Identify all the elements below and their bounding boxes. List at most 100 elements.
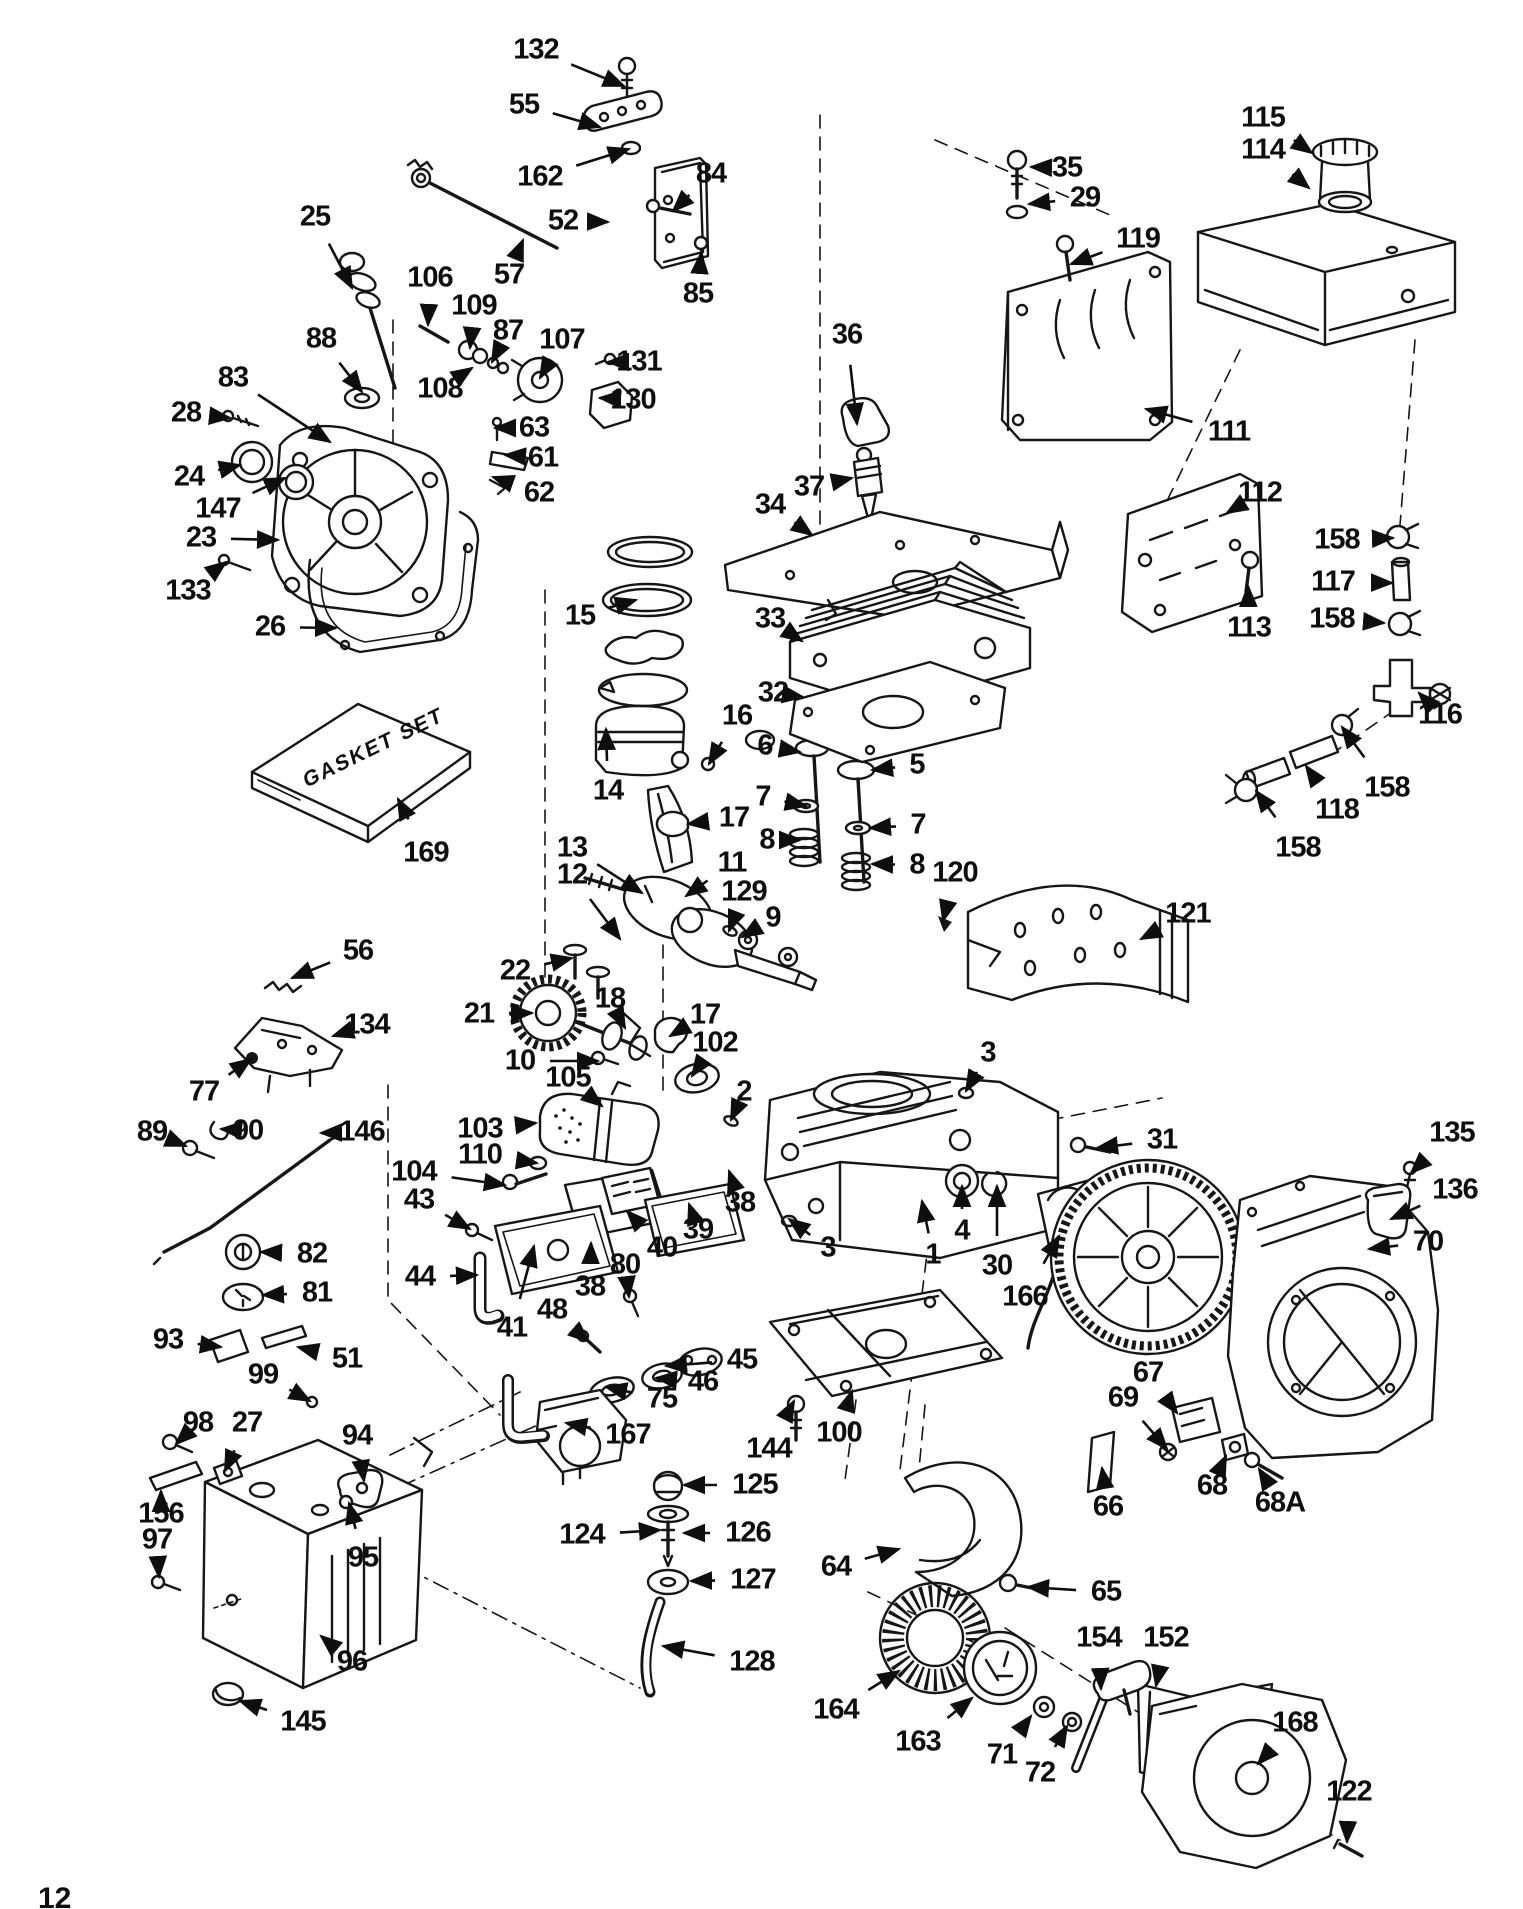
- leader-arrow-43: [444, 1210, 473, 1231]
- engine-block: [763, 1070, 1112, 1260]
- leader-arrow-26: [299, 618, 339, 638]
- leader-arrow-17: [667, 1017, 693, 1038]
- leader-arrow-95: [345, 1500, 364, 1530]
- leader-arrow-7: [867, 817, 897, 837]
- leader-arrow-134: [330, 1020, 356, 1039]
- leader-arrow-89: [162, 1129, 189, 1148]
- leader-arrow-70: [1366, 1237, 1399, 1256]
- dipstick: [338, 251, 397, 410]
- leader-arrow-66: [1095, 1465, 1115, 1491]
- leader-arrow-40: [625, 1209, 649, 1233]
- leader-arrow-65: [1025, 1579, 1077, 1598]
- leader-arrow-36: [845, 364, 864, 427]
- leader-arrow-120: [939, 898, 958, 924]
- leader-arrow-9: [740, 917, 765, 939]
- leader-arrow-112: [1225, 494, 1250, 515]
- leader-arrow-118: [1304, 764, 1326, 789]
- leader-arrow-168: [1256, 1742, 1280, 1766]
- leader-arrow-110: [514, 1150, 540, 1170]
- leader-arrow-136: [1388, 1201, 1421, 1221]
- leader-arrow-48: [566, 1321, 591, 1344]
- leader-arrow-46: [653, 1370, 678, 1390]
- leader-arrow-121: [1138, 920, 1164, 941]
- leader-arrow-51: [295, 1342, 321, 1362]
- leader-arrow-109: [462, 326, 482, 351]
- leader-arrow-105: [579, 1085, 604, 1108]
- leader-arrow-132: [570, 63, 627, 88]
- leader-arrow-163: [946, 1696, 974, 1720]
- leader-arrow-67: [1157, 1390, 1179, 1415]
- leader-arrow-11: [684, 876, 709, 898]
- leader-arrow-68A: [1257, 1467, 1279, 1492]
- leader-arrow-44: [449, 1266, 480, 1286]
- control-box-group: [148, 1433, 424, 1707]
- leader-arrow-145: [237, 1698, 268, 1717]
- leader-arrow-96: [319, 1634, 344, 1657]
- leader-arrow-7: [783, 792, 809, 811]
- leader-arrow-8: [869, 855, 896, 874]
- leader-arrow-93: [197, 1334, 224, 1354]
- leader-arrow-129: [727, 907, 746, 934]
- leader-arrow-24: [217, 460, 243, 479]
- leader-arrow-80: [617, 1274, 636, 1300]
- leader-arrow-133: [203, 560, 228, 583]
- leader-arrow-94: [351, 1458, 371, 1484]
- leader-arrow-128: [660, 1640, 715, 1659]
- leader-arrow-166: [1040, 1233, 1061, 1265]
- leader-arrow-107: [538, 355, 559, 381]
- leader-arrow-147: [251, 476, 288, 496]
- leader-arrow-41: [518, 1243, 538, 1300]
- leader-arrow-55: [552, 112, 603, 131]
- leader-arrow-115: [1289, 133, 1314, 155]
- leader-arrow-98: [174, 1422, 198, 1446]
- leader-arrow-144: [776, 1398, 796, 1425]
- leader-arrow-119: [1068, 247, 1103, 266]
- leader-arrow-32: [780, 684, 806, 704]
- leader-arrow-77: [227, 1057, 253, 1079]
- gasket-set-book: GASKET SET: [250, 702, 472, 844]
- leader-arrow-3: [964, 1068, 985, 1094]
- leader-arrow-99: [287, 1382, 313, 1403]
- leader-arrow-100: [836, 1388, 855, 1414]
- leader-arrow-5: [869, 758, 896, 777]
- leader-arrow-28: [208, 406, 233, 425]
- leader-arrow-158: [1340, 725, 1366, 759]
- leader-arrow-108: [449, 366, 474, 388]
- leader-arrow-18: [606, 1005, 627, 1031]
- leader-arrow-6: [777, 739, 803, 758]
- carburetor-and-gaskets: [412, 1347, 723, 1486]
- fuel-tank: [1196, 137, 1457, 347]
- leader-arrow-162: [575, 146, 632, 167]
- leader-arrow-154: [1090, 1667, 1110, 1692]
- leader-arrow-61: [502, 447, 527, 466]
- leader-arrow-15: [608, 596, 639, 615]
- leader-arrow-124: [619, 1522, 663, 1541]
- leader-arrow-33: [779, 621, 804, 643]
- leader-arrow-72: [1048, 1723, 1069, 1749]
- valvetrain: ?: [723, 397, 1070, 968]
- leader-arrow-84: [671, 189, 695, 213]
- leader-arrow-13: [596, 863, 644, 895]
- leader-arrow-135: [1409, 1151, 1433, 1175]
- leader-arrow-39: [687, 1201, 705, 1227]
- leader-arrow-34: [789, 515, 814, 537]
- air-cleaner-assembly: [464, 1080, 746, 1354]
- leader-arrow-83: [257, 393, 332, 444]
- leader-arrow-29: [1026, 192, 1056, 212]
- leader-arrow-22: [543, 953, 575, 972]
- leader-arrow-71: [1010, 1714, 1033, 1739]
- leader-arrow-45: [663, 1355, 713, 1374]
- leader-arrow-82: [258, 1243, 283, 1263]
- leader-arrow-158: [1371, 529, 1396, 549]
- leader-arrow-1: [917, 1198, 936, 1234]
- leader-arrow-57: [506, 237, 525, 264]
- leader-arrow-23: [230, 530, 281, 549]
- cylinder-head: [744, 560, 1032, 764]
- leader-arrow-152: [1151, 1663, 1170, 1689]
- leader-arrow-14: [597, 726, 617, 762]
- leader-arrow-25: [327, 243, 354, 291]
- leader-arrow-81: [260, 1284, 288, 1304]
- leader-arrow-12: [588, 898, 622, 941]
